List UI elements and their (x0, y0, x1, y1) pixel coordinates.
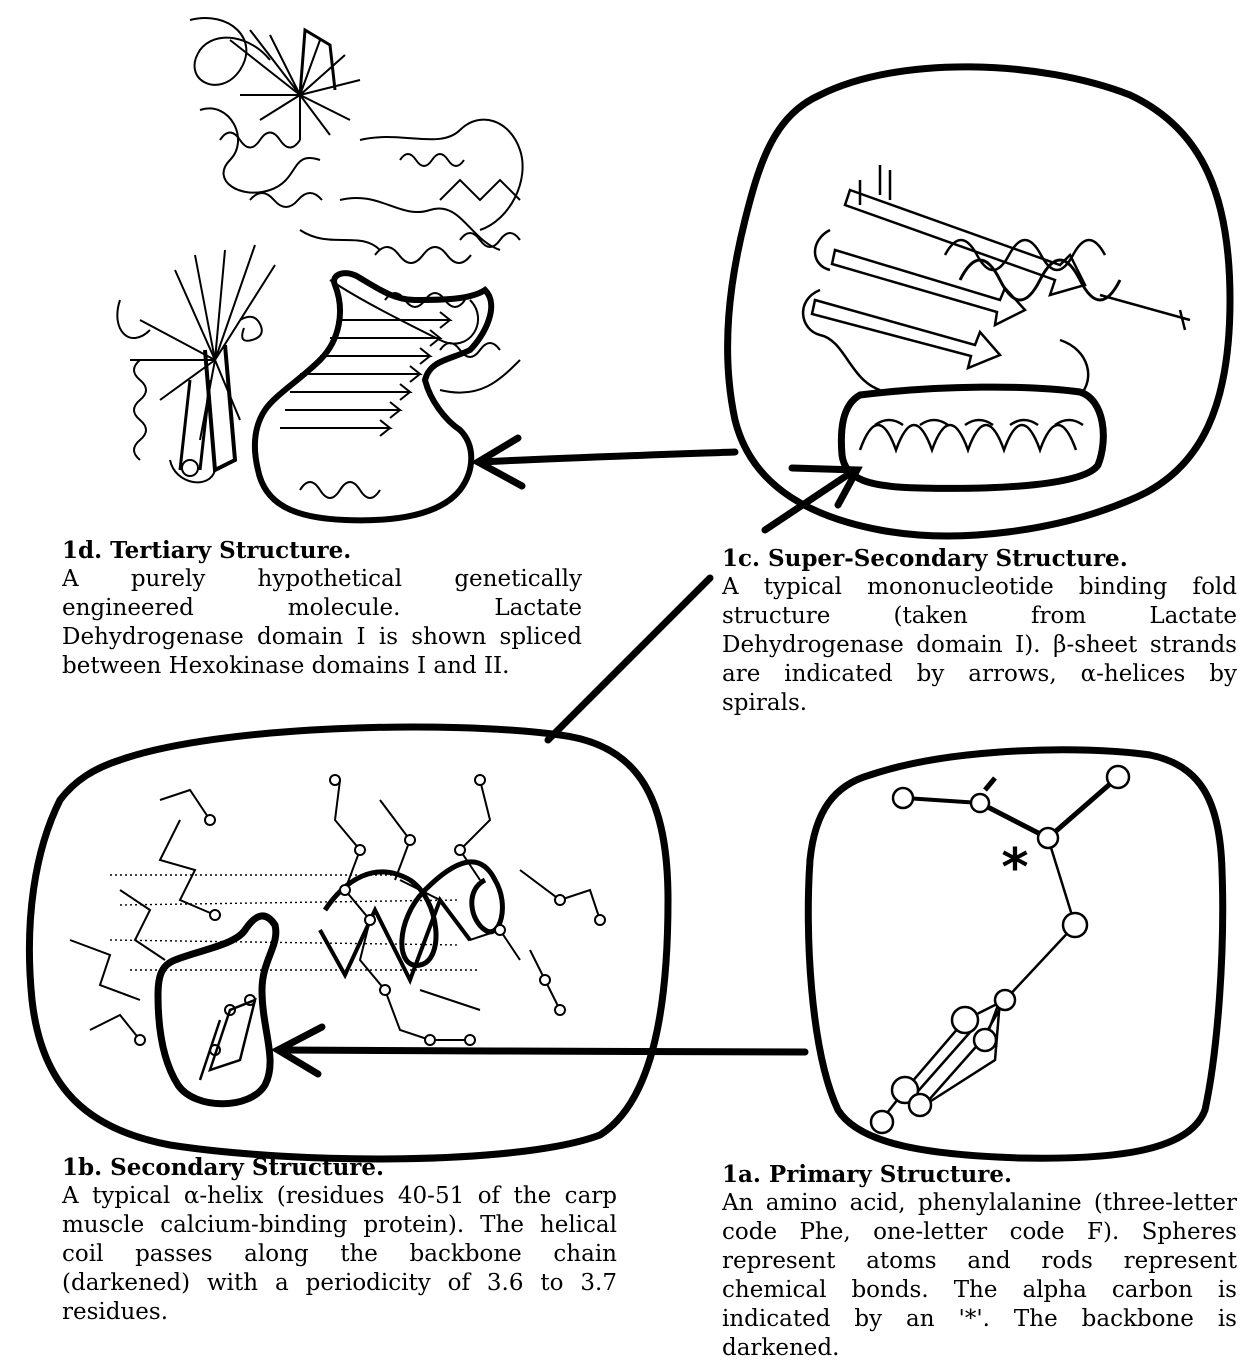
alpha-carbon-marker: * (1001, 838, 1028, 898)
caption-title: 1a. Primary Structure. (722, 1160, 1237, 1189)
arrow-1c-to-1d (478, 438, 735, 486)
side-chain-outline (158, 916, 276, 1104)
tertiary-structure-drawing (117, 18, 522, 498)
hexokinase-domain-two (117, 245, 275, 482)
phenylalanine-ball-and-stick (871, 766, 1129, 1133)
caption-body: A purely hypothetical genetically engine… (62, 565, 582, 681)
caption-super-secondary-structure: 1c. Super-Secondary Structure. A typical… (722, 544, 1237, 718)
caption-title: 1d. Tertiary Structure. (62, 536, 582, 565)
caption-body: An amino acid, phenylalanine (three-lett… (722, 1189, 1237, 1363)
caption-tertiary-structure: 1d. Tertiary Structure. A purely hypothe… (62, 536, 582, 681)
connector-arrows (278, 438, 857, 1074)
arrow-1a-to-1b (278, 1027, 805, 1074)
caption-body: A typical mononucleotide binding fold st… (722, 573, 1237, 718)
secondary-structure-outline (29, 727, 668, 1159)
caption-title: 1c. Super-Secondary Structure. (722, 544, 1237, 573)
super-secondary-drawing (803, 165, 1190, 450)
caption-primary-structure: 1a. Primary Structure. An amino acid, ph… (722, 1160, 1237, 1363)
caption-secondary-structure: 1b. Secondary Structure. A typical α-hel… (62, 1153, 617, 1327)
alpha-helix-ball-and-stick (70, 775, 605, 1080)
hexokinase-domain-one (190, 18, 523, 250)
ldh-domain-outline (255, 273, 491, 520)
primary-structure-outline (808, 750, 1222, 1159)
caption-body: A typical α-helix (residues 40-51 of the… (62, 1182, 617, 1327)
caption-title: 1b. Secondary Structure. (62, 1153, 617, 1182)
